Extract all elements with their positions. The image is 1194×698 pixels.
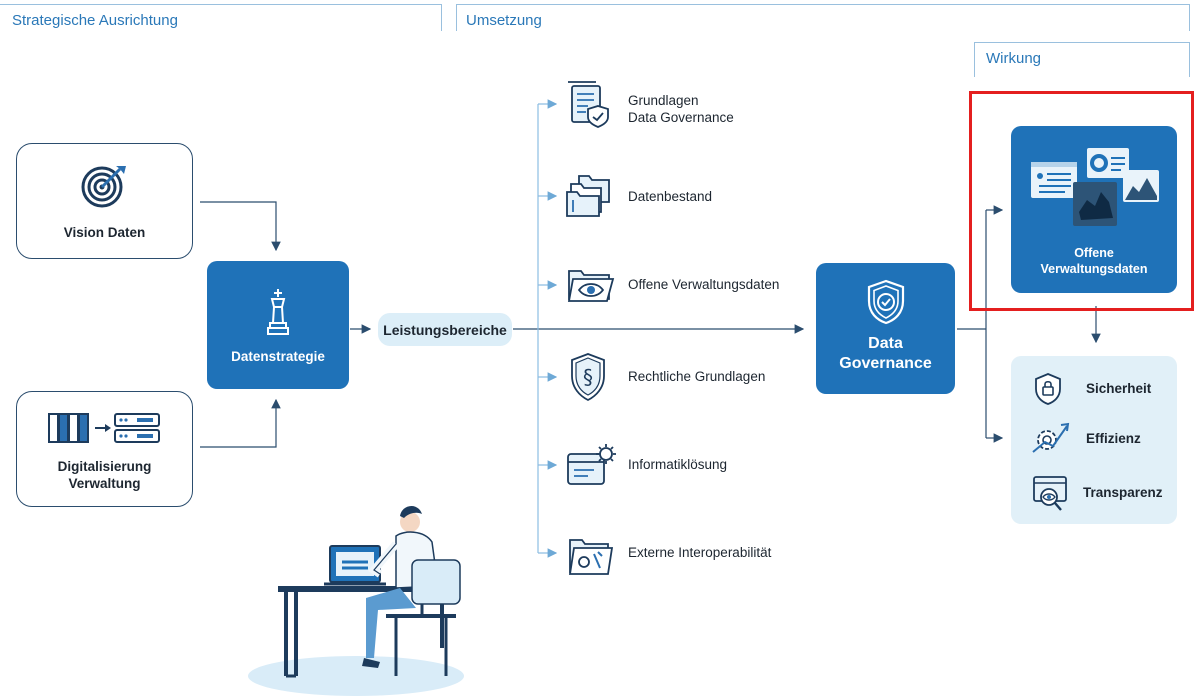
section-label-impact: Wirkung — [986, 50, 1042, 67]
folder-tools-icon — [568, 539, 614, 575]
folders-icon — [566, 175, 610, 217]
person-at-desk-illustration — [248, 505, 464, 696]
service-item-legal-basis: Rechtliche Grundlagen — [628, 369, 766, 384]
section-bracket-implementation — [456, 4, 1190, 31]
open-gov-data-label-line1: Offene — [1074, 246, 1114, 260]
section-label-implementation: Umsetzung — [466, 12, 542, 29]
monitor-eye-icon — [1033, 476, 1067, 511]
data-strategy-box: Datenstrategie — [207, 261, 349, 389]
digitalization-label-line1: Digitalisierung — [57, 459, 152, 474]
binders-to-server-icon — [48, 413, 160, 443]
service-item-governance-basics-line1: Grundlagen — [628, 93, 699, 108]
service-item-governance-basics-line2: Data Governance — [628, 110, 734, 125]
data-governance-box: Data Governance — [816, 263, 955, 394]
shield-check-icon — [867, 279, 905, 325]
highlight-frame — [969, 91, 1194, 311]
lock-shield-icon — [1035, 373, 1061, 405]
service-item-external-interop: Externe Interoperabilität — [628, 545, 772, 560]
open-gov-data-label-line2: Verwaltungsdaten — [1040, 262, 1148, 276]
section-bracket-strategy — [0, 4, 442, 31]
data-governance-label-line1: Data — [868, 335, 903, 352]
section-label-strategy: Strategische Ausrichtung — [12, 12, 178, 29]
svg-text:§: § — [583, 365, 593, 389]
digitalization-card: Digitalisierung Verwaltung — [16, 391, 193, 507]
chess-king-icon — [267, 289, 289, 335]
service-item-data-inventory: Datenbestand — [628, 189, 713, 204]
impact-security-label: Sicherheit — [1086, 381, 1152, 396]
paragraph-shield-icon: § — [571, 353, 605, 402]
service-item-it-solution: Informatiklösung — [628, 457, 728, 472]
section-bracket-impact — [974, 42, 1190, 77]
window-gear-icon — [567, 444, 616, 485]
vision-data-card: Vision Daten — [16, 143, 193, 259]
target-icon — [81, 166, 126, 208]
data-governance-label-line2: Governance — [839, 355, 932, 372]
vision-data-label: Vision Daten — [63, 225, 146, 240]
gear-arrow-icon — [1032, 422, 1070, 453]
document-shield-icon — [568, 81, 609, 128]
service-areas-pill: Leistungsbereiche — [378, 313, 512, 346]
open-data-dashboard-icon — [1031, 148, 1159, 226]
service-item-open-gov-data: Offene Verwaltungsdaten — [628, 277, 780, 292]
impact-transparency-label: Transparenz — [1083, 485, 1163, 500]
folder-eye-icon — [567, 270, 615, 302]
digitalization-label-line2: Verwaltung — [68, 476, 141, 491]
impact-efficiency-label: Effizienz — [1086, 431, 1141, 446]
data-strategy-label: Datenstrategie — [231, 349, 325, 364]
open-gov-data-box: Offene Verwaltungsdaten — [1011, 126, 1177, 293]
